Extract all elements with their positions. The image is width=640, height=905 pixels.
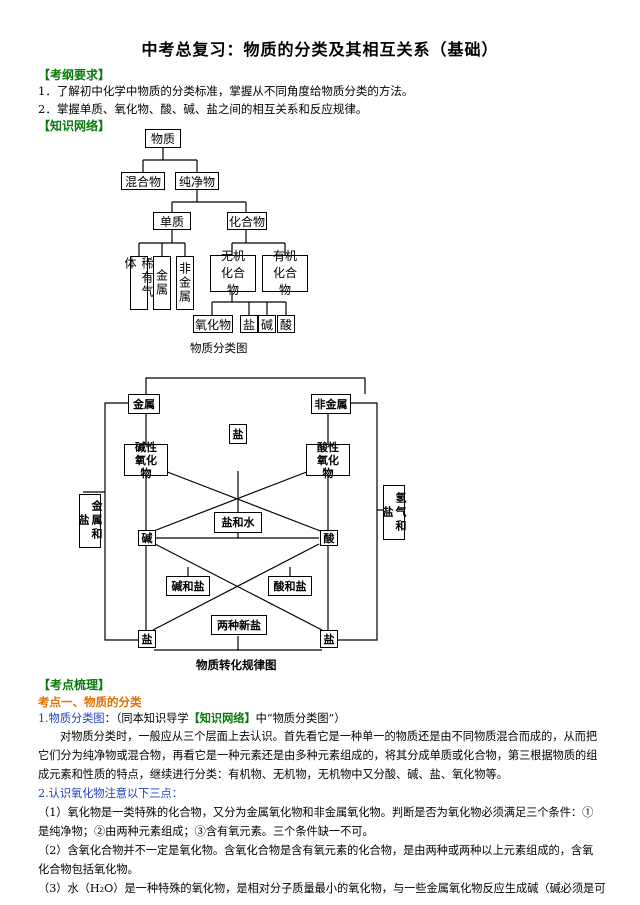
page-title: 中考总复习：物质的分类及其相互关系（基础） — [141, 40, 499, 59]
node-base-and-salt: 碱和盐 — [166, 576, 210, 596]
p1-body-line-1: 对物质分类时，一般应从三个层面上去认识。首先看它是一种单一的物质还是由不同物质混… — [60, 730, 598, 743]
exam-requirements-heading: 【考纲要求】 — [38, 68, 111, 82]
box-rare-gas: 稀有气体 — [123, 256, 154, 310]
node-two-new-salts: 两种新盐 — [211, 615, 267, 635]
node-salt-left: 盐 — [138, 630, 156, 648]
node-salt-top: 盐 — [229, 424, 247, 444]
node-acid-and-salt: 酸和盐 — [268, 576, 312, 596]
node-acidic-oxide: 酸性氧化物 — [306, 441, 350, 480]
box-acid: 酸 — [277, 315, 295, 333]
transformation-lines — [83, 377, 385, 651]
box-matter: 物质 — [145, 129, 181, 148]
classification-caption: 物质分类图 — [190, 341, 248, 355]
box-metal: 金属 — [153, 256, 171, 310]
classification-diagram-label: 1.物质分类图 — [38, 712, 105, 725]
box-organic-compound: 有机化合物 — [262, 249, 308, 297]
p1-body-line-3: 成元素和性质的特点，继续进行分类：有机物、无机物，无机物中又分酸、碱、盐、氧化物… — [38, 768, 508, 781]
node-basic-oxide: 碱性氧化物 — [124, 441, 168, 480]
p2-body-line-4: 化合物包括氧化物。 — [38, 863, 139, 876]
node-metal: 金属 — [128, 394, 160, 414]
node-acid: 酸 — [320, 530, 338, 546]
node-salt-and-water: 盐和水 — [214, 512, 262, 533]
exam-requirement-2: 2．掌握单质、氧化物、酸、碱、盐之间的相互关系和反应规律。 — [38, 102, 368, 116]
p1-body-line-2: 它们分为纯净物或混合物，再看它是一种元素还是由多种元素组成的，将其分成单质或化合… — [38, 749, 598, 762]
box-nonmetal: 非金属 — [176, 256, 194, 310]
node-nonmetal: 非金属 — [311, 394, 351, 414]
node-base: 碱 — [138, 530, 156, 546]
box-oxide: 氧化物 — [193, 315, 233, 333]
point-2-title: 2.认识氧化物注意以下三点： — [38, 787, 183, 800]
p1-text-a: ：（同本知识导学 — [104, 712, 189, 725]
p2-body-line-1: （1）氧化物是一类特殊的化合物，又分为金属氧化物和非金属氧化物。判断是否为氧化物… — [38, 806, 594, 819]
box-element: 单质 — [153, 212, 191, 230]
node-hydrogen-and-salt: 氢气和盐 — [381, 485, 407, 540]
classification-tree-lines — [138, 148, 287, 315]
p2-body-line-2: 是纯净物；②由两种元素组成；③含有氧元素。三个条件缺一不可。 — [38, 825, 374, 838]
point-1-subtitle: 1.物质分类图：（同本知识导学【知识网络】中“物质分类图”） — [38, 709, 345, 728]
box-mixture: 混合物 — [121, 172, 165, 190]
box-base: 碱 — [258, 315, 276, 333]
p2-body-line-3: （2）含氧化合物并不一定是氧化物。含氧化合物是含有氧元素的化合物，是由两种或两种… — [38, 844, 594, 857]
point-1-title: 考点一、物质的分类 — [38, 695, 142, 709]
box-compound: 化合物 — [227, 212, 267, 230]
p1-text-b: 中“物质分类图”） — [255, 712, 346, 725]
box-salt: 盐 — [240, 315, 258, 333]
points-heading: 【考点梳理】 — [38, 678, 111, 692]
transformation-caption: 物质转化规律图 — [196, 658, 277, 672]
node-salt-right: 盐 — [320, 630, 338, 648]
exam-requirement-1: 1．了解初中化学中物质的分类标准，掌握从不同角度给物质分类的方法。 — [38, 84, 414, 98]
p2-body-line-5: （3）水（H₂O）是一种特殊的氧化物，是相对分子质量最小的氧化物，与一些金属氧化… — [38, 882, 606, 895]
box-pure-substance: 纯净物 — [175, 172, 219, 190]
knowledge-network-heading: 【知识网络】 — [38, 119, 111, 133]
p1-knowledge-net: 【知识网络】 — [188, 711, 256, 725]
node-metal-and-salt: 金属和盐 — [77, 494, 103, 548]
box-inorganic-compound: 无机化合物 — [210, 249, 256, 297]
